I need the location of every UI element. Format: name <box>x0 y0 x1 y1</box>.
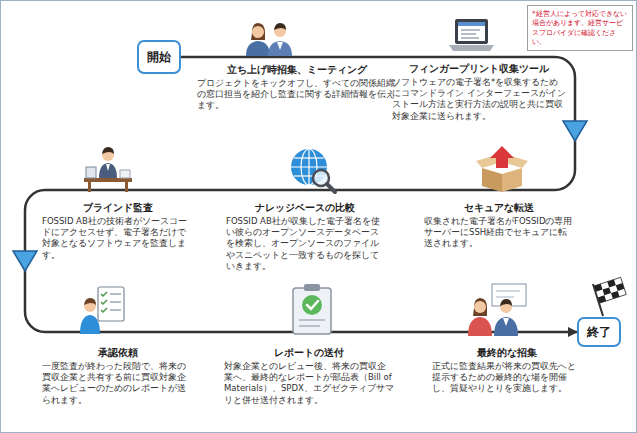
direction-triangle <box>563 121 587 141</box>
terminal-label: 終了 <box>587 324 611 341</box>
step-description: 一度監査が終わった段階で、将来の買収企業と共有する前に買収対象企業へレビューのた… <box>42 361 194 406</box>
meeting-icon <box>468 284 526 336</box>
process-step: ブラインド監査 FOSSID AB社の技術者がソースコードにアクセスせず、電子署名… <box>42 201 194 261</box>
step-description: 収集された電子署名がFOSSIDの専用サーバーにSSH経由でセキュアに転送されま… <box>424 216 574 250</box>
people-icon <box>246 23 292 56</box>
checklist-icon <box>80 287 124 334</box>
globe-search-icon <box>291 149 335 192</box>
step-description: ソフトウェアの電子署名*を収集するためにコマンドライン インターフェースがインス… <box>392 77 566 122</box>
laptop-icon <box>449 19 494 51</box>
terminal-label: 開始 <box>147 49 171 66</box>
start-terminal: 開始 <box>137 40 181 74</box>
desk-worker-icon <box>84 147 132 192</box>
step-description: 対象企業とのレビュー後、将来の買収企業へ、最終的なレポートが部品表（Bill o… <box>224 361 394 406</box>
step-heading: ナレッジベースの比較 <box>226 201 384 214</box>
step-heading: レポートの送付 <box>224 346 394 359</box>
step-description: 正式に監査結果が将来の買収先へと提示するための最終的な場を開催し、質疑やりとりを… <box>432 361 582 395</box>
process-step: ナレッジベースの比較 FOSSID AB社が収集した電子署名を使い彼らのオープンソ… <box>226 201 384 272</box>
clipboard-check-icon <box>293 284 331 334</box>
finish-flag-icon <box>593 277 626 316</box>
footnote-box: *経営人によって対応できない場合があります。経営サービスプロバイダに確認ください… <box>527 5 633 51</box>
process-step: 立ち上げ時招集、ミーティングプロジェクトをキックオフし、すべての関係組織の窓口担… <box>197 63 397 112</box>
end-terminal: 終了 <box>577 317 621 347</box>
direction-triangle <box>13 251 37 271</box>
process-step: 承認依頼一度監査が終わった段階で、将来の買収企業と共有する前に買収対象企業へレビ… <box>42 346 194 406</box>
step-heading: 立ち上げ時招集、ミーティング <box>197 63 397 76</box>
step-description: FOSSID AB社が収集した電子署名を使い彼らのオープンソースデータベースを検… <box>226 216 384 272</box>
process-step: レポートの送付対象企業とのレビュー後、将来の買収企業へ、最終的なレポートが部品表… <box>224 346 394 406</box>
process-step: フィンガープリント収集ツールソフトウェアの電子署名*を収集するためにコマンドライ… <box>392 62 566 122</box>
step-description: FOSSID AB社の技術者がソースコードにアクセスせず、電子署名だけで対象とな… <box>42 216 194 261</box>
footnote-text: *経営人によって対応できない場合があります。経営サービスプロバイダに確認ください… <box>532 9 628 47</box>
step-heading: フィンガープリント収集ツール <box>392 62 566 75</box>
step-description: プロジェクトをキックオフし、すべての関係組織の窓口担当を紹介し監査に関する詳細情… <box>197 78 397 112</box>
transfer-box-icon <box>476 146 528 192</box>
process-step: 最終的な招集正式に監査結果が将来の買収先へと提示するための最終的な場を開催し、質… <box>432 346 582 395</box>
step-heading: ブラインド監査 <box>42 201 194 214</box>
process-step: セキュアな転送収集された電子署名がFOSSIDの専用サーバーにSSH経由でセキュ… <box>424 201 574 250</box>
step-heading: セキュアな転送 <box>424 201 574 214</box>
step-heading: 承認依頼 <box>42 346 194 359</box>
step-heading: 最終的な招集 <box>432 346 582 359</box>
